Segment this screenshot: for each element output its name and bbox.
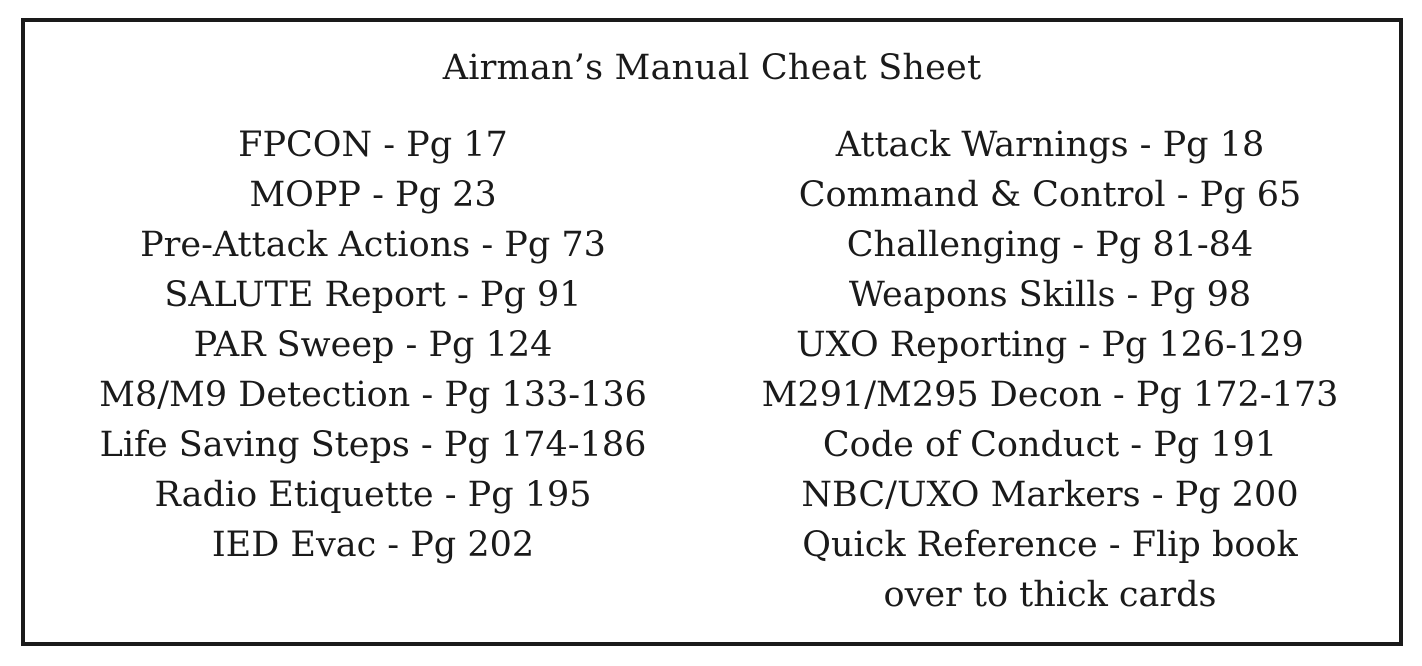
list-item: M8/M9 Detection - Pg 133-136: [99, 375, 647, 415]
list-item: PAR Sweep - Pg 124: [193, 325, 553, 365]
list-item: Command & Control - Pg 65: [798, 175, 1302, 215]
list-item: UXO Reporting - Pg 126-129: [796, 325, 1304, 365]
list-item: Attack Warnings - Pg 18: [835, 125, 1265, 165]
cheat-sheet-card: Airman’s Manual Cheat Sheet FPCON - Pg 1…: [21, 18, 1403, 646]
list-item: FPCON - Pg 17: [238, 125, 508, 165]
list-item: NBC/UXO Markers - Pg 200: [801, 475, 1299, 515]
list-item: M291/M295 Decon - Pg 172-173: [761, 375, 1339, 415]
list-item: SALUTE Report - Pg 91: [164, 275, 582, 315]
list-item: Challenging - Pg 81-84: [846, 225, 1254, 265]
list-item: MOPP - Pg 23: [249, 175, 497, 215]
list-item: over to thick cards: [883, 575, 1217, 615]
list-item: Radio Etiquette - Pg 195: [154, 475, 592, 515]
sheet-title: Airman’s Manual Cheat Sheet: [442, 48, 982, 88]
left-column: FPCON - Pg 17 MOPP - Pg 23 Pre-Attack Ac…: [63, 120, 683, 570]
list-item: IED Evac - Pg 202: [211, 525, 535, 565]
right-column: Attack Warnings - Pg 18 Command & Contro…: [731, 120, 1369, 620]
list-item: Weapons Skills - Pg 98: [848, 275, 1252, 315]
list-item: Code of Conduct - Pg 191: [822, 425, 1278, 465]
list-item: Quick Reference - Flip book: [802, 525, 1298, 565]
list-item: Pre-Attack Actions - Pg 73: [140, 225, 606, 265]
list-item: Life Saving Steps - Pg 174-186: [99, 425, 647, 465]
